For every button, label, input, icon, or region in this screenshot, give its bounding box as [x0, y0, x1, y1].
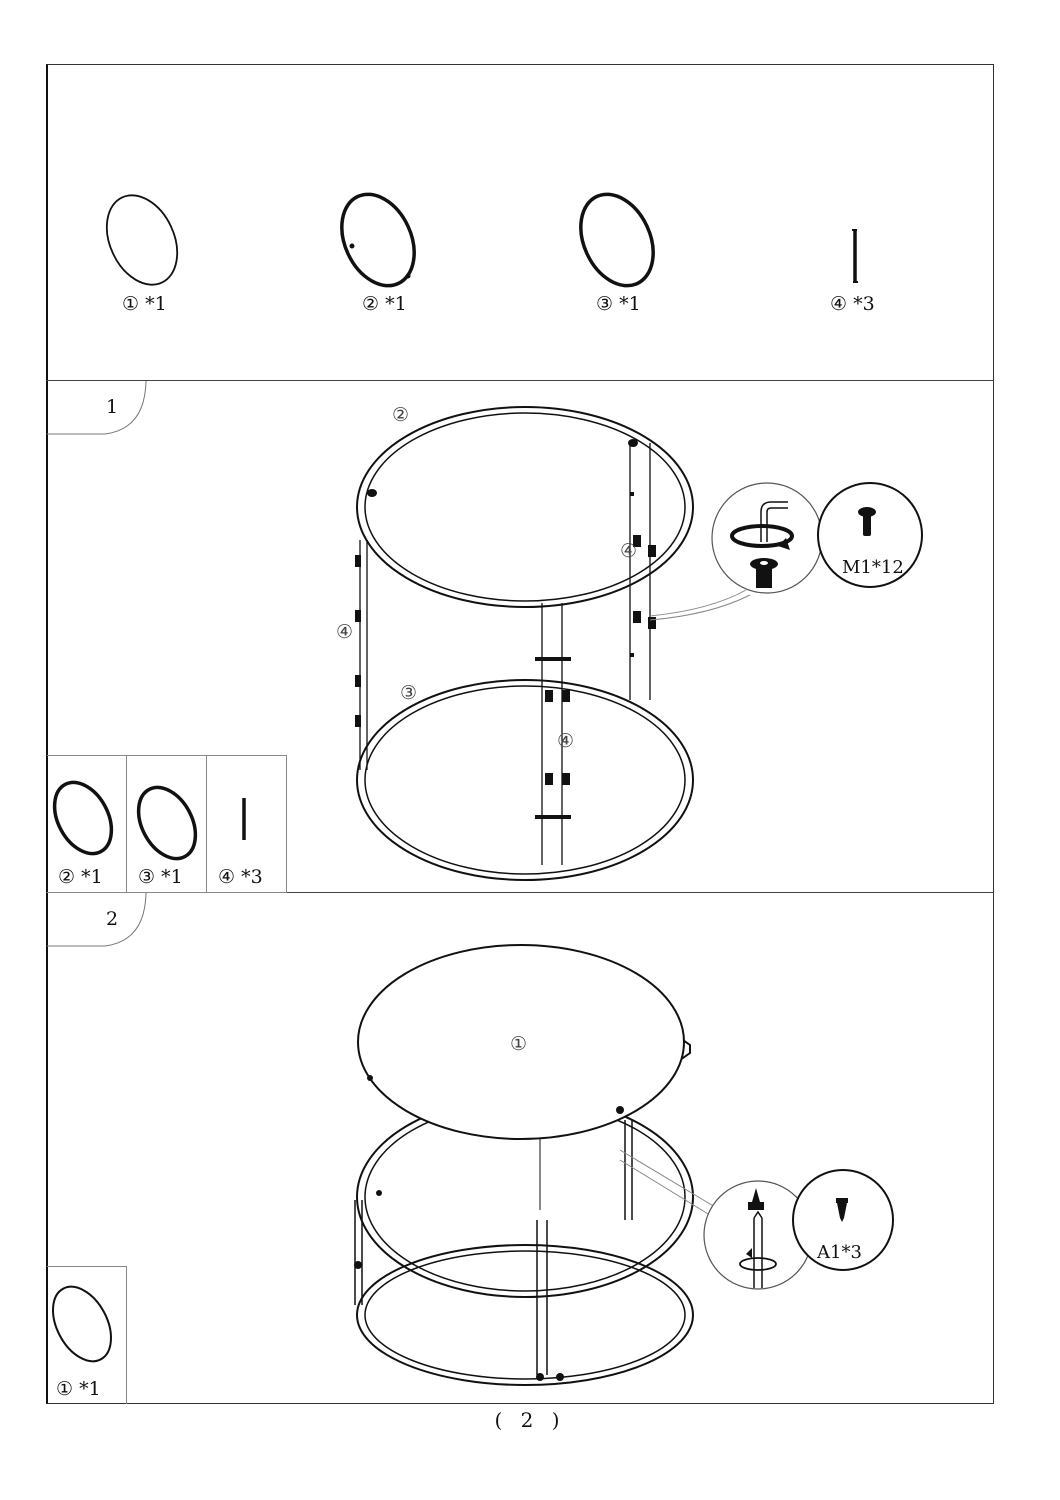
- instruction-page-frame: [46, 64, 994, 1404]
- part-3-ring-icon: [579, 192, 655, 288]
- page-number: ( 2 ): [494, 1408, 566, 1432]
- step-2-part-1-box: [47, 1266, 127, 1404]
- step-1-part-2-ring-icon: [52, 780, 114, 856]
- callout-part-3: ③: [400, 682, 418, 704]
- step-1-part-2-label: ② *1: [58, 866, 103, 888]
- part-4-label: ④ *3: [830, 293, 875, 315]
- callout-part-1: ①: [510, 1033, 528, 1055]
- hex-key-detail-icon: [649, 482, 823, 621]
- part-3-label: ③ *1: [596, 293, 641, 315]
- hardware-a1-label: A1*3: [817, 1242, 862, 1263]
- screwdriver-detail-icon: [619, 1149, 813, 1290]
- step-1-tab: [47, 380, 147, 435]
- step-2-number: 2: [106, 908, 119, 930]
- step-1-frame-assembly-drawing: [355, 406, 694, 881]
- part-2-ring-icon: [340, 192, 416, 288]
- callout-part-4-front: ④: [557, 730, 575, 752]
- step-1-part-4-box: [206, 755, 287, 893]
- step-1-number: 1: [106, 396, 119, 418]
- step-2-part-1-label: ① *1: [56, 1378, 101, 1400]
- step-1-part-4-label: ④ *3: [218, 866, 263, 888]
- callout-part-2: ②: [392, 404, 410, 426]
- divider-step-1: [46, 380, 994, 381]
- part-1-label: ① *1: [122, 293, 167, 315]
- part-4-leg-icon: [852, 229, 858, 283]
- step-2-part-1-ring-icon: [52, 1285, 112, 1363]
- m1-bolt-detail-icon: [817, 482, 923, 588]
- divider-step-2: [46, 892, 994, 893]
- a1-screw-detail-icon: [792, 1169, 894, 1271]
- step-1-part-3-ring-icon: [136, 785, 198, 861]
- part-2-label: ② *1: [362, 293, 407, 315]
- step-2-tabletop-assembly-drawing: [354, 944, 694, 1386]
- step-1-part-3-label: ③ *1: [138, 866, 183, 888]
- hardware-m1-label: M1*12: [842, 557, 904, 578]
- callout-part-4-right: ④: [620, 540, 638, 562]
- step-1-part-4-leg-icon: [242, 798, 246, 840]
- callout-part-4-left: ④: [336, 621, 354, 643]
- part-1-thin-ring-icon: [105, 194, 179, 286]
- step-2-tab: [47, 892, 147, 947]
